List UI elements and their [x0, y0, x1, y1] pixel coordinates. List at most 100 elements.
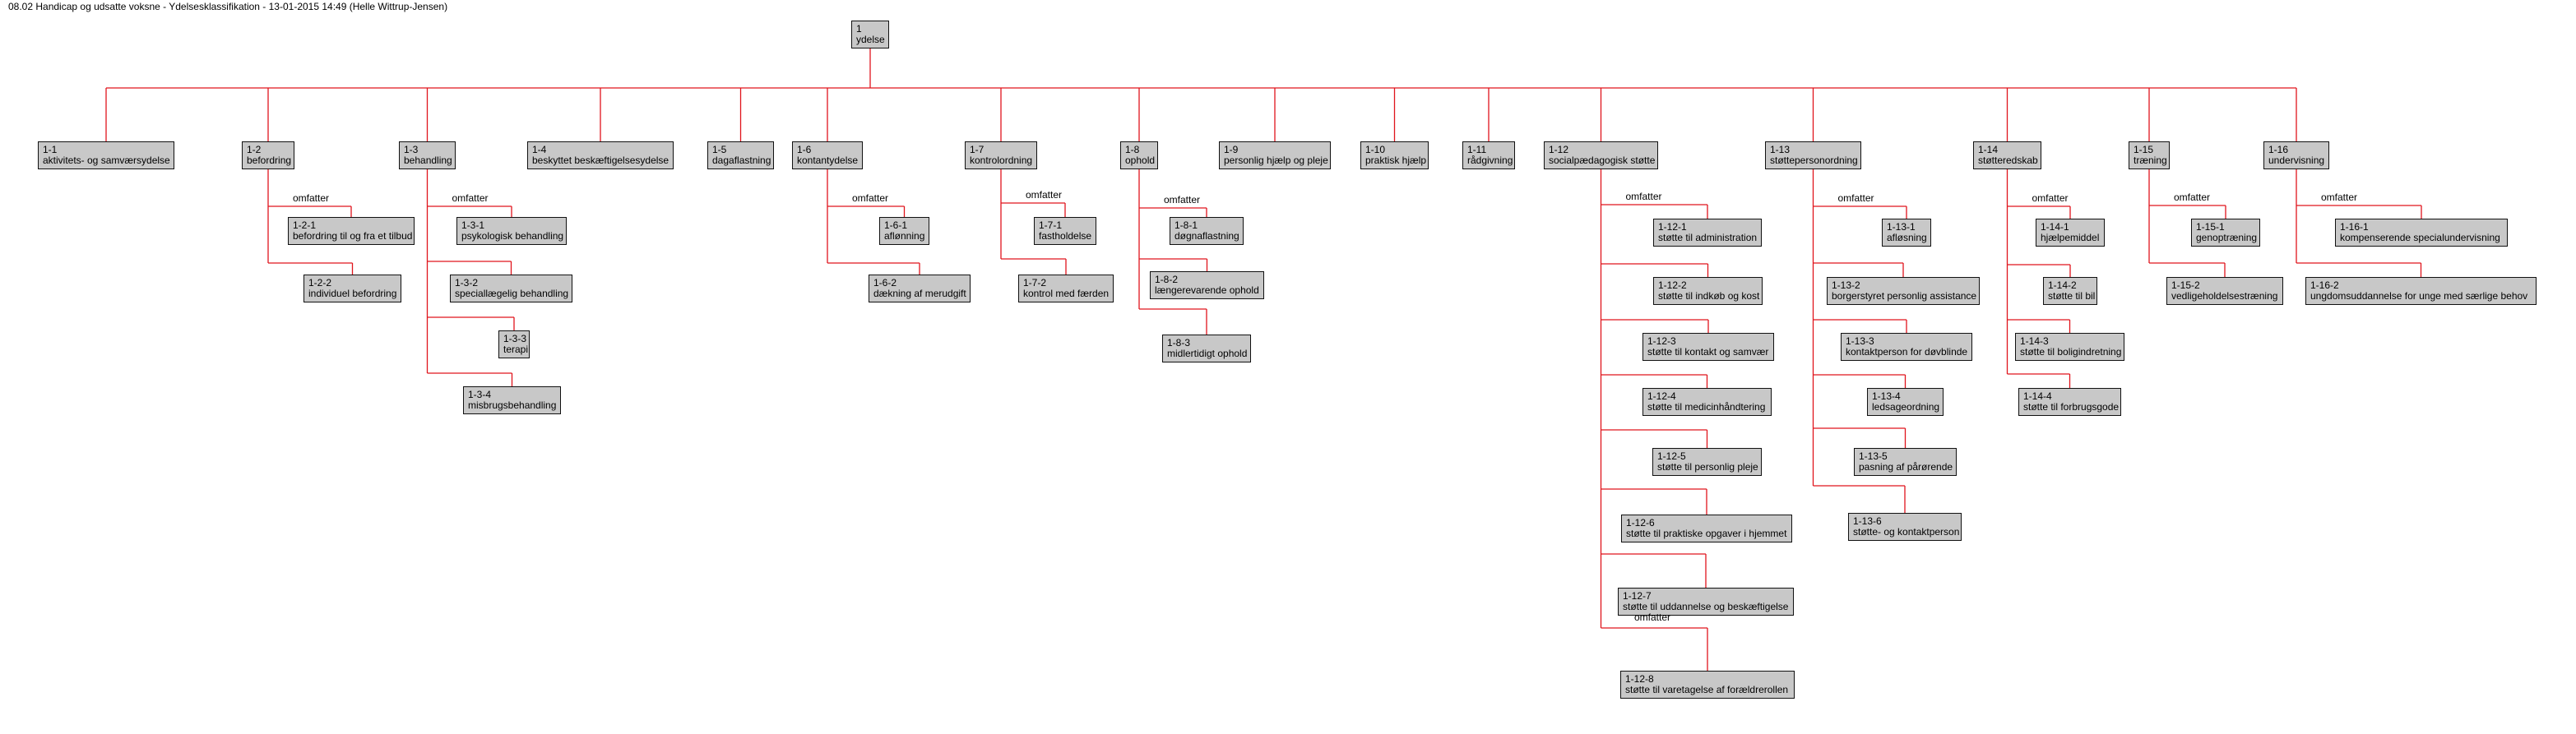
node-code: 1	[856, 23, 862, 35]
node-code: 1-10	[1365, 144, 1386, 155]
diagram-title: 08.02 Handicap og udsatte voksne - Ydels…	[8, 1, 448, 12]
node-code: 1-8-2	[1155, 274, 1179, 285]
node-label: dækning af merudgift	[873, 288, 966, 299]
node-code: 1-12-7	[1623, 590, 1652, 602]
node-label: hjælpemiddel	[2041, 232, 2100, 243]
node-code: 1-12-8	[1625, 673, 1654, 685]
node-code: 1-6-2	[873, 277, 897, 289]
node-code: 1-12	[1549, 144, 1569, 155]
node-label: træning	[2134, 155, 2167, 166]
node-code: 1-14-3	[2020, 335, 2049, 347]
node-label: vedligeholdelsestræning	[2171, 290, 2278, 302]
node-code: 1-13-4	[1872, 390, 1901, 402]
relation-label: omfatter	[293, 192, 330, 204]
node-code: 1-3-3	[503, 333, 527, 344]
node-code: 1-2-2	[308, 277, 332, 289]
node-code: 1-2	[247, 144, 262, 155]
node-label: aflønning	[884, 230, 925, 242]
node-label: ophold	[1125, 155, 1156, 166]
node-label: støtte til bil	[2048, 290, 2096, 302]
node-label: borgerstyret personlig assistance	[1832, 290, 1977, 302]
node-code: 1-13-1	[1887, 221, 1916, 233]
node-code: 1-14-2	[2048, 279, 2077, 291]
node-code: 1-12-6	[1626, 517, 1655, 529]
node-code: 1-7-1	[1039, 219, 1063, 231]
node-label: pasning af pårørende	[1859, 461, 1953, 473]
node-label: kompenserende specialundervisning	[2340, 232, 2500, 243]
node-label: kontantydelse	[797, 155, 859, 166]
node-code: 1-13-3	[1846, 335, 1874, 347]
node-label: misbrugsbehandling	[468, 399, 557, 411]
node-code: 1-3-1	[461, 219, 485, 231]
node-label: længerevarende ophold	[1155, 284, 1259, 296]
node-label: kontaktperson for døvblinde	[1846, 346, 1968, 358]
node-code: 1-16	[2268, 144, 2289, 155]
node-label: undervisning	[2268, 155, 2325, 166]
node-code: 1-3	[404, 144, 419, 155]
node-code: 1-6	[797, 144, 812, 155]
node-label: ledsageordning	[1872, 401, 1940, 413]
node-code: 1-7	[970, 144, 985, 155]
node-label: støtte til personlig pleje	[1657, 461, 1758, 473]
node-label: socialpædagogisk støtte	[1549, 155, 1656, 166]
node-label: støttepersonordning	[1770, 155, 1858, 166]
node-code: 1-12-2	[1658, 279, 1687, 291]
node-code: 1-8	[1125, 144, 1140, 155]
node-code: 1-8-3	[1167, 337, 1191, 349]
relation-label: omfatter	[1634, 612, 1671, 623]
